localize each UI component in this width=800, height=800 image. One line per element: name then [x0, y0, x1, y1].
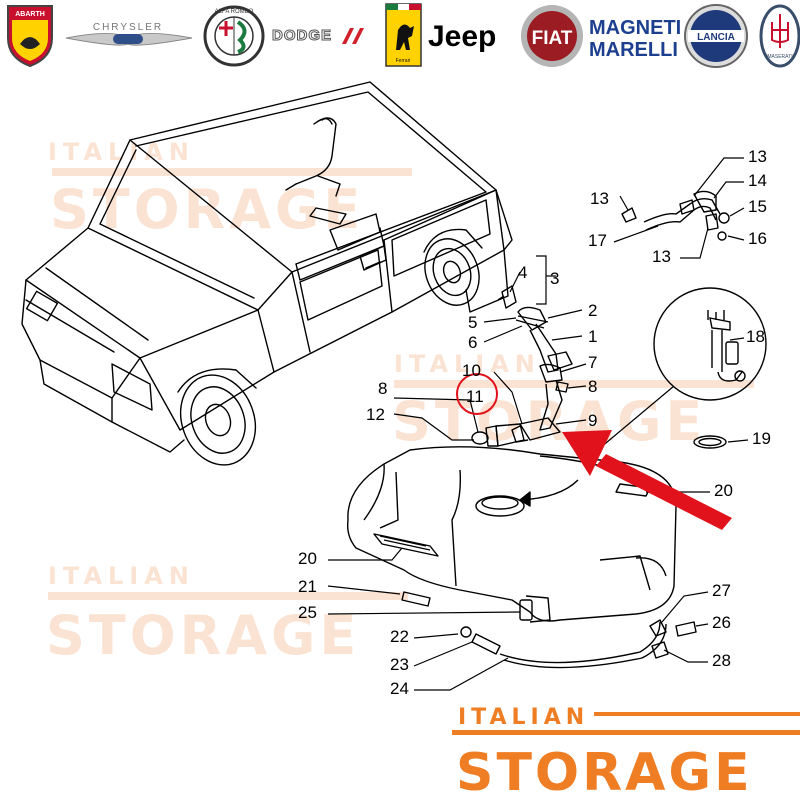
- maserati-label: MASERATI: [767, 54, 792, 60]
- callout-7: 7: [588, 353, 597, 372]
- callout-28: 28: [712, 651, 731, 670]
- magneti-label: MAGNETI: [589, 17, 681, 39]
- red-pointer-arrow: [562, 430, 732, 530]
- watermark-top-line1: ITALIAN: [48, 138, 195, 166]
- leader-lines: [327, 157, 749, 691]
- callout-13-left: 13: [590, 189, 609, 208]
- callout-23: 23: [390, 655, 409, 674]
- footer-logo-line1: ITALIAN: [458, 705, 589, 730]
- magneti-marelli-logo: MAGNETI MARELLI: [589, 17, 681, 61]
- callout-21: 21: [298, 577, 317, 596]
- ferrari-label: Ferrari: [396, 58, 411, 64]
- maserati-logo: MASERATI: [759, 4, 800, 68]
- abarth-label: ABARTH: [15, 11, 45, 18]
- callout-27: 27: [712, 581, 731, 600]
- callout-16: 16: [748, 229, 767, 248]
- watermark-bottom-line2: STORAGE: [46, 604, 360, 667]
- alfa-romeo-logo: ALFA ROMEO: [203, 5, 265, 67]
- callout-19: 19: [752, 429, 771, 448]
- dodge-label: DODGE: [272, 27, 332, 44]
- lower-fittings: [401, 591, 697, 669]
- footer-logo-line2: STORAGE: [456, 743, 753, 800]
- watermark-bottom-line1: ITALIAN: [48, 562, 195, 590]
- watermark-bottom: ITALIAN STORAGE: [46, 562, 408, 667]
- callout-13-top-right: 13: [748, 147, 767, 166]
- callout-5: 5: [468, 313, 477, 332]
- jeep-label: Jeep: [428, 20, 496, 53]
- callout-3: 3: [550, 269, 559, 288]
- dodge-logo: DODGE: [272, 27, 364, 45]
- chrysler-logo: CHRYSLER: [65, 22, 193, 46]
- callout-6: 6: [468, 333, 477, 352]
- callout-numbers: 4 3 2 5 1 6 7 10 8 8 11 12 9 13 14 13 15…: [298, 147, 771, 698]
- abarth-logo: ABARTH: [7, 5, 53, 68]
- callout-8-right: 8: [588, 377, 597, 396]
- callout-15: 15: [748, 197, 767, 216]
- fuel-tank: [346, 446, 677, 623]
- chrysler-label: CHRYSLER: [93, 22, 163, 33]
- marelli-label: MARELLI: [589, 39, 678, 61]
- watermark-middle: ITALIAN STORAGE: [392, 350, 754, 453]
- callout-14: 14: [748, 171, 767, 190]
- callout-26: 26: [712, 613, 731, 632]
- callout-13-bottom: 13: [652, 247, 671, 266]
- callout-2: 2: [588, 301, 597, 320]
- fiat-logo: FIAT: [521, 5, 583, 67]
- callout-24: 24: [390, 679, 409, 698]
- callout-10: 10: [462, 361, 481, 380]
- callout-12: 12: [366, 405, 385, 424]
- italian-storage-logo: ITALIAN STORAGE: [452, 705, 800, 800]
- watermark-top: ITALIAN STORAGE: [48, 138, 412, 241]
- callout-1: 1: [588, 327, 597, 346]
- ferrari-logo: Ferrari: [385, 3, 422, 67]
- jeep-logo: Jeep: [428, 20, 496, 53]
- fuel-pump-inset: [599, 287, 767, 449]
- callout-4: 4: [518, 263, 527, 282]
- watermark-top-line2: STORAGE: [50, 178, 364, 241]
- fiat-label: FIAT: [532, 28, 573, 49]
- watermark-middle-line1: ITALIAN: [394, 350, 541, 378]
- callout-22: 22: [390, 627, 409, 646]
- callout-18: 18: [746, 327, 765, 346]
- callout-17: 17: [588, 231, 607, 250]
- callout-8-left: 8: [378, 379, 387, 398]
- callout-11: 11: [466, 387, 484, 406]
- alfa-romeo-label: ALFA ROMEO: [215, 9, 254, 15]
- filler-neck-assembly: [471, 285, 573, 447]
- callout-20-left: 20: [298, 549, 317, 568]
- car-outline: [21, 81, 513, 466]
- callout-25: 25: [298, 603, 317, 622]
- lancia-label: LANCIA: [697, 32, 735, 43]
- brand-logo-strip: ABARTH CHRYSLER ALFA ROMEO DODGE: [7, 3, 800, 68]
- part-11-highlight-circle: [456, 373, 498, 415]
- callout-20-right: 20: [714, 481, 733, 500]
- lancia-logo: LANCIA: [684, 4, 748, 68]
- callout-9: 9: [588, 411, 597, 430]
